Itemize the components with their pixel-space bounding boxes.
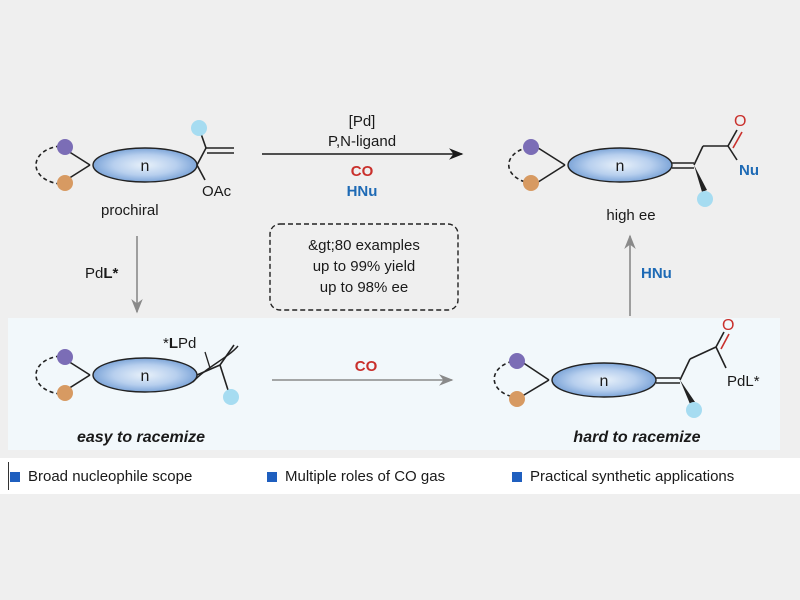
summary-line: up to 99% yield [313, 258, 416, 275]
cyan-substituent [191, 120, 207, 136]
blue-square-icon [512, 471, 522, 482]
feature-label: Practical synthetic applications [530, 468, 735, 485]
hard-racemize-caption: hard to racemize [573, 429, 700, 446]
co-label-bottom: CO [355, 358, 378, 375]
feature-strip-rule [8, 462, 9, 490]
feature-item: Broad nucleophile scope [10, 468, 192, 485]
blue-square-icon [10, 471, 20, 482]
ligand-label: P,N-ligand [328, 133, 396, 150]
summary-box [269, 223, 459, 311]
ring-label: n [616, 158, 625, 175]
co-label-top: CO [351, 163, 374, 180]
purple-substituent [523, 139, 539, 155]
nu-label: Nu [739, 162, 759, 179]
reactant-structure: n OAc prochiral [35, 120, 234, 219]
feature-label: Broad nucleophile scope [28, 468, 193, 485]
easy-racemize-caption: easy to racemize [77, 429, 205, 446]
feature-item: Practical synthetic applications [512, 468, 734, 485]
cyan-substituent [686, 402, 702, 418]
hnu-label-side: HNu [641, 265, 672, 282]
cyan-substituent [223, 389, 239, 405]
wedge-bond [694, 165, 707, 192]
pdl-label: PdL* [85, 265, 119, 282]
lpd-label: *LPd [163, 335, 196, 352]
ring-ellipse [551, 362, 657, 398]
summary-line: &gt;80 examples [308, 237, 420, 254]
pdl-acyl-label: PdL* [727, 373, 760, 390]
orange-substituent [509, 391, 525, 407]
orange-substituent [523, 175, 539, 191]
purple-substituent [57, 349, 73, 365]
cyan-substituent [697, 191, 713, 207]
feature-label: Multiple roles of CO gas [285, 468, 446, 485]
acyl-o-label: O [722, 317, 734, 334]
orange-substituent [57, 175, 73, 191]
purple-substituent [57, 139, 73, 155]
ring-label: n [600, 373, 609, 390]
blue-square-icon [267, 471, 277, 482]
ring-label: n [141, 368, 150, 385]
purple-substituent [509, 353, 525, 369]
summary-line: up to 98% ee [320, 279, 408, 296]
catalyst-label: [Pd] [349, 113, 376, 130]
wedge-bond [680, 380, 695, 404]
oac-label: OAc [202, 183, 232, 200]
high-ee-label: high ee [606, 207, 655, 224]
feature-strip [0, 458, 800, 494]
ring-ellipse [567, 147, 673, 183]
feature-item: Multiple roles of CO gas [267, 468, 445, 485]
ring-label: n [141, 158, 150, 175]
prochiral-label: prochiral [101, 202, 159, 219]
hnu-label-top: HNu [347, 183, 378, 200]
pd-complex-structure: n *LPd easy to racemize [35, 335, 239, 446]
product-structure: n O Nu high ee [508, 113, 759, 224]
carbonyl-o-label: O [734, 113, 746, 130]
acyl-pd-structure: n O PdL* hard to racemize [493, 317, 760, 446]
dashed-ring-arc [35, 145, 61, 185]
orange-substituent [57, 385, 73, 401]
